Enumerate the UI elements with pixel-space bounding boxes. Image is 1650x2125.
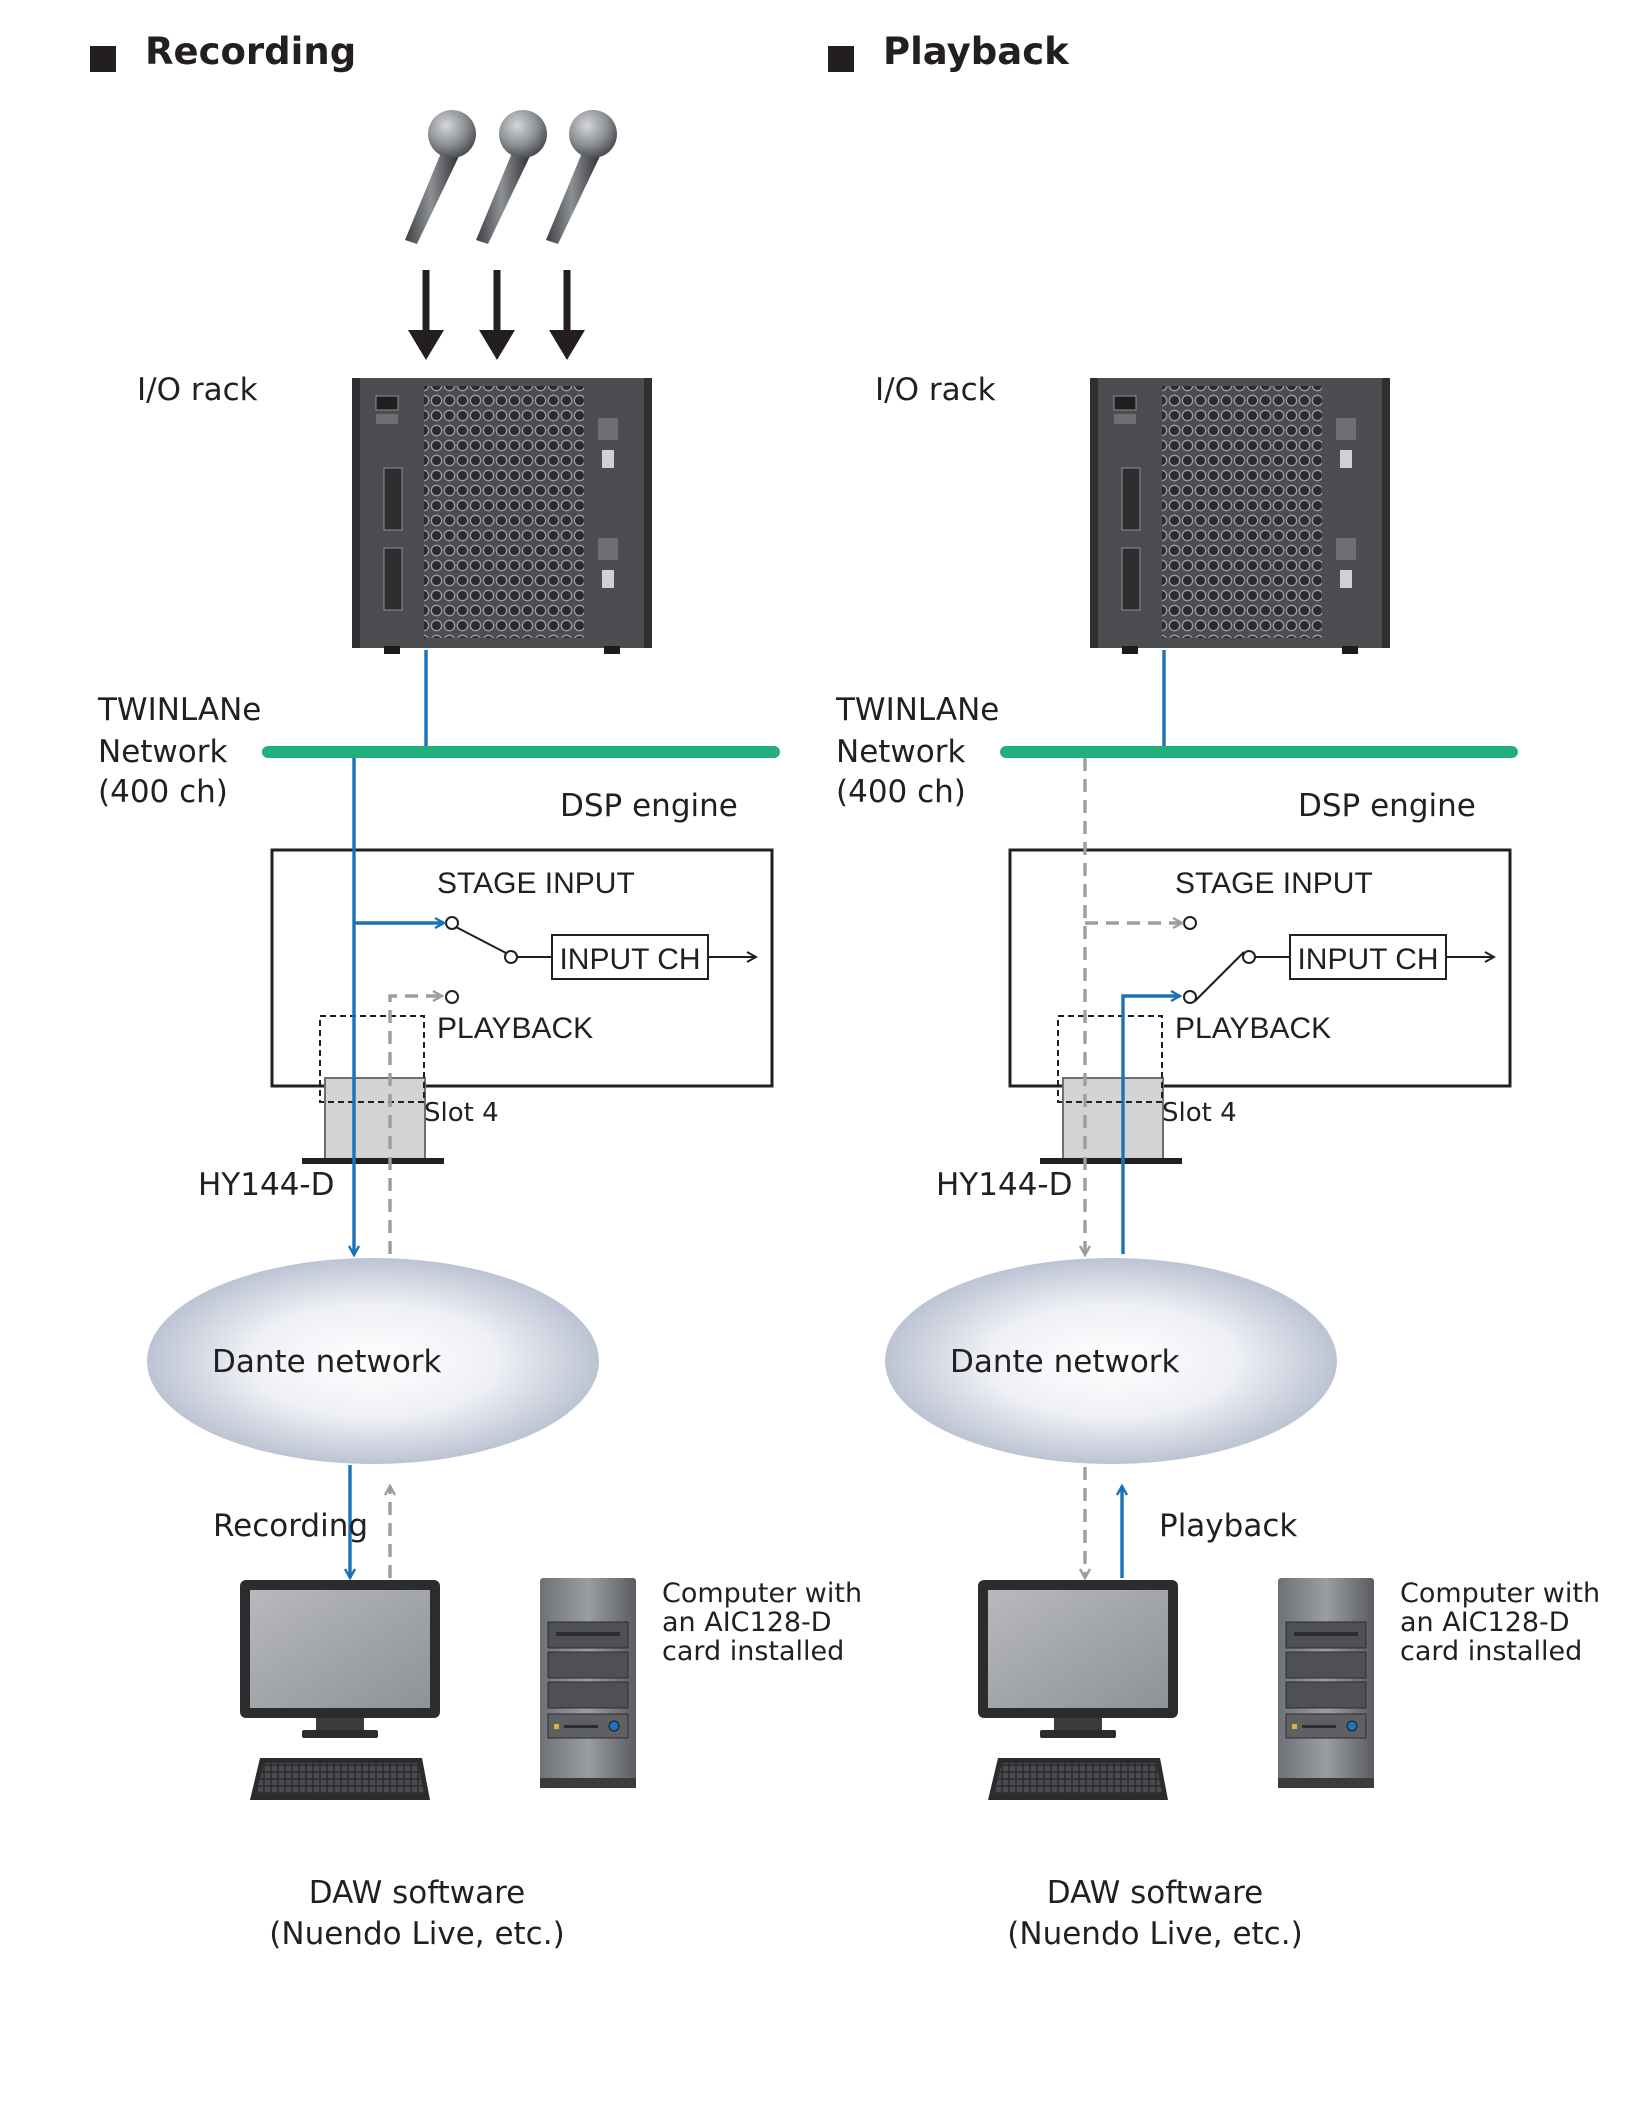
computer-label-line1: Computer with — [1400, 1578, 1600, 1609]
pc-tower-icon — [1277, 1577, 1375, 1789]
flow-label: Playback — [1159, 1508, 1297, 1544]
heading-square-icon — [828, 46, 854, 72]
slot-outline — [1057, 1015, 1163, 1103]
input-ch-label: INPUT CH — [559, 943, 700, 976]
stage-input-node — [445, 916, 459, 930]
computer-label-line2: an AIC128-D — [662, 1607, 832, 1638]
pc-tower-icon — [539, 1577, 637, 1789]
flow-label: Recording — [213, 1508, 368, 1544]
monitor-icon — [978, 1580, 1178, 1738]
panel-heading: Recording — [145, 30, 356, 73]
dsp-engine-box — [270, 848, 774, 1088]
microphone-icon — [405, 110, 476, 244]
daw-label-line1: DAW software — [1047, 1875, 1263, 1911]
stage-input-label: STAGE INPUT — [1175, 867, 1373, 900]
computer-label-line2: an AIC128-D — [1400, 1607, 1570, 1638]
computer-label-line3: card installed — [1400, 1636, 1582, 1667]
keyboard-icon — [988, 1758, 1168, 1800]
slot-base — [302, 1158, 444, 1164]
switch-pivot-node — [504, 950, 518, 964]
dante-network-cloud — [885, 1258, 1337, 1464]
network-label-line2: Network — [836, 734, 965, 770]
playback-port-label: PLAYBACK — [1175, 1012, 1331, 1045]
switch-lever — [455, 926, 507, 954]
dante-network-label: Dante network — [212, 1344, 442, 1380]
keyboard-icon — [250, 1758, 430, 1800]
hy144-card — [324, 1077, 426, 1163]
card-label: HY144-D — [198, 1167, 334, 1203]
network-label-line3: (400 ch) — [836, 774, 966, 810]
slot-label: Slot 4 — [1162, 1098, 1237, 1128]
playback-node — [1183, 990, 1197, 1004]
hy144-card — [1062, 1077, 1164, 1163]
daw-label-line1: DAW software — [309, 1875, 525, 1911]
playback-port-label: PLAYBACK — [437, 1012, 593, 1045]
mic-arrow-head — [479, 330, 515, 360]
dante-network-label: Dante network — [950, 1344, 1180, 1380]
playback-return-line — [1121, 996, 1180, 1254]
card-label: HY144-D — [936, 1167, 1072, 1203]
io-rack-icon — [1089, 377, 1391, 655]
io-rack-label: I/O rack — [875, 372, 996, 408]
microphone-icon — [546, 110, 617, 244]
switch-pivot-node — [1242, 950, 1256, 964]
computer-label-line1: Computer with — [662, 1578, 862, 1609]
stage-input-label: STAGE INPUT — [437, 867, 635, 900]
dante-network-cloud — [147, 1258, 599, 1464]
input-ch-box — [1289, 934, 1447, 980]
input-ch-label: INPUT CH — [1297, 943, 1438, 976]
slot-label: Slot 4 — [424, 1098, 499, 1128]
daw-label-line2: (Nuendo Live, etc.) — [1007, 1916, 1302, 1952]
network-label-line2: Network — [98, 734, 227, 770]
network-label-line1: TWINLANe — [835, 692, 999, 728]
network-label-line1: TWINLANe — [97, 692, 261, 728]
mic-arrow-head — [408, 330, 444, 360]
computer-label-line3: card installed — [662, 1636, 844, 1667]
playback-node — [445, 990, 459, 1004]
slot-outline — [319, 1015, 425, 1103]
dsp-engine-label: DSP engine — [560, 788, 738, 824]
panel-heading: Playback — [883, 30, 1070, 73]
daw-label-line2: (Nuendo Live, etc.) — [269, 1916, 564, 1952]
io-rack-label: I/O rack — [137, 372, 258, 408]
dsp-engine-label: DSP engine — [1298, 788, 1476, 824]
monitor-icon — [240, 1580, 440, 1738]
network-label-line3: (400 ch) — [98, 774, 228, 810]
dsp-engine-box — [1008, 848, 1512, 1088]
mic-arrow-head — [549, 330, 585, 360]
heading-square-icon — [90, 46, 116, 72]
playback-return-line — [388, 996, 442, 1254]
stage-input-node — [1183, 916, 1197, 930]
io-rack-icon — [351, 377, 653, 655]
slot-base — [1040, 1158, 1182, 1164]
switch-lever — [1194, 951, 1245, 1002]
microphone-icon — [476, 110, 547, 244]
